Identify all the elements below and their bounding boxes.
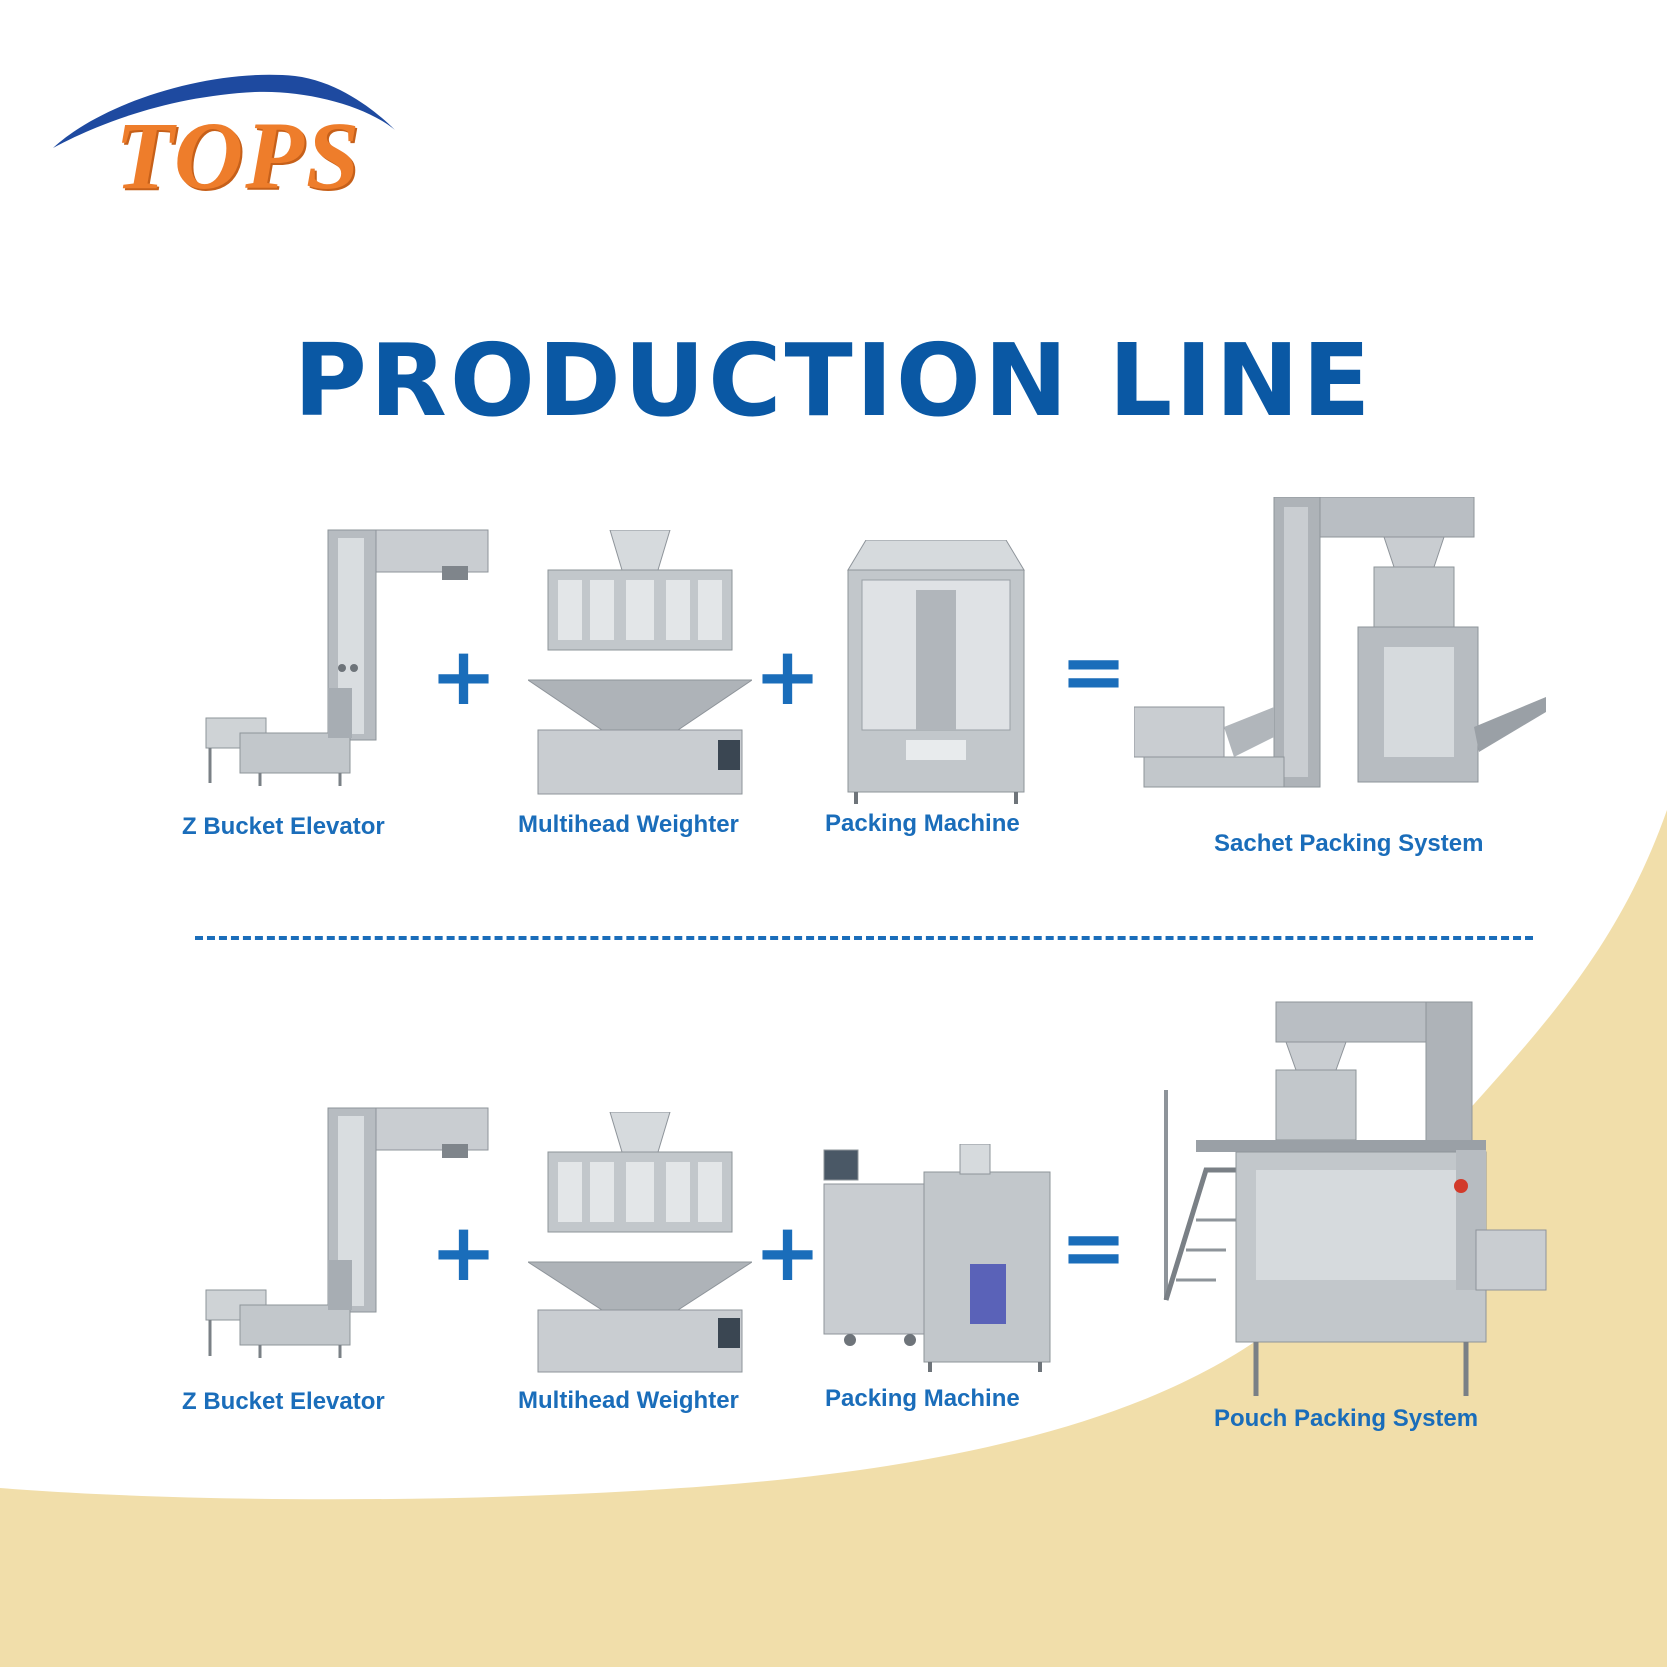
sachet-packing-system-image: [1134, 497, 1546, 788]
logo-arc-icon: [53, 74, 395, 148]
component-label: Packing Machine: [825, 1385, 1020, 1412]
packing-machine-image: [847, 540, 1025, 804]
z-bucket-elevator-image: [205, 529, 489, 786]
plus-operator: +: [430, 630, 498, 723]
component-label: Z Bucket Elevator: [182, 813, 385, 840]
component-label: Z Bucket Elevator: [182, 1388, 385, 1415]
pouch-packing-system-image: [1163, 1001, 1547, 1396]
packing-machine-image: [823, 1144, 1051, 1372]
result-label: Sachet Packing System: [1214, 830, 1484, 857]
z-bucket-elevator-image: [205, 1107, 489, 1358]
plus-operator: +: [430, 1206, 498, 1299]
component-label: Multihead Weighter: [518, 811, 739, 838]
equals-operator: =: [1060, 1201, 1128, 1294]
plus-operator: +: [754, 630, 822, 723]
result-label: Pouch Packing System: [1214, 1405, 1479, 1432]
equals-operator: =: [1060, 625, 1128, 718]
plus-operator: +: [754, 1206, 822, 1299]
row-divider: [195, 936, 1533, 940]
component-label: Packing Machine: [825, 810, 1020, 837]
page-title: PRODUCTION LINE: [293, 322, 1374, 439]
multihead-weighter-image: [528, 1112, 752, 1373]
component-label: Multihead Weighter: [518, 1387, 739, 1414]
logo-text: TOPS: [115, 102, 362, 209]
multihead-weighter-image: [528, 530, 752, 795]
tops-logo: TOPS: [45, 60, 405, 209]
